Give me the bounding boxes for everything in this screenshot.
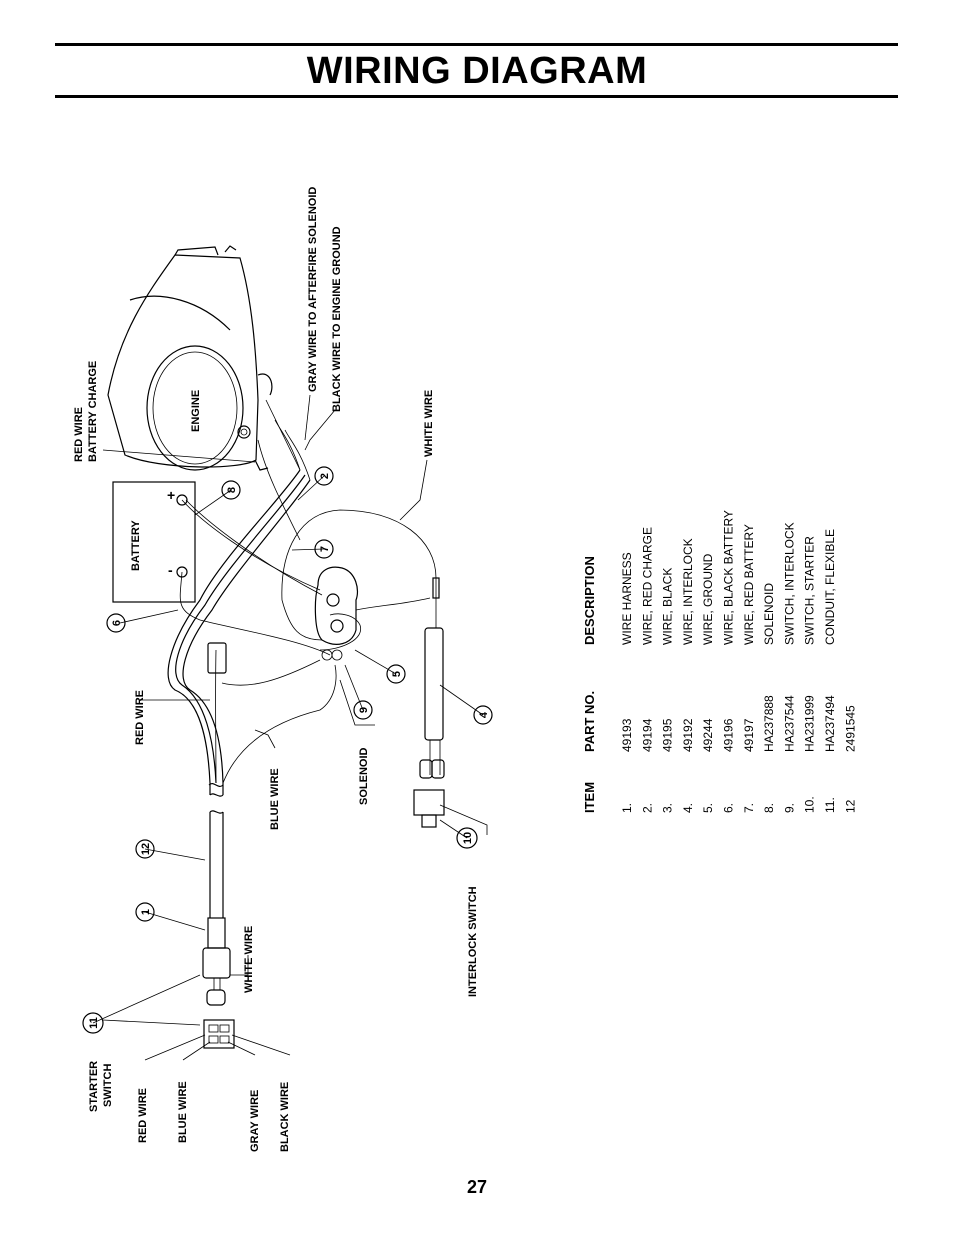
table-cell-part-no: 49244 xyxy=(701,718,715,752)
table-cell-item: 1. xyxy=(620,803,634,813)
label-blue-wire-sw: BLUE WIRE xyxy=(177,1081,189,1143)
top-rule xyxy=(55,43,898,46)
table-cell-part-no: 49195 xyxy=(661,718,675,752)
callout-10: 10 xyxy=(462,832,474,844)
label-blue-wire: BLUE WIRE xyxy=(269,768,281,830)
callout-12: 12 xyxy=(140,843,152,855)
label-gray-wire-sw: GRAY WIRE xyxy=(249,1090,261,1152)
label-battery: BATTERY xyxy=(130,520,142,571)
table-cell-description: WIRE, GROUND xyxy=(701,553,715,645)
solenoid xyxy=(314,566,359,661)
label-switch: SWITCH xyxy=(102,1064,114,1107)
table-cell-part-no: 2491545 xyxy=(843,705,857,752)
table-cell-item: 7. xyxy=(742,803,756,813)
table-cell-description: WIRE, RED CHARGE xyxy=(640,527,654,645)
callout-4: 4 xyxy=(478,711,490,718)
label-black-wire-ground: BLACK WIRE TO ENGINE GROUND xyxy=(331,226,343,412)
wire-harness xyxy=(167,399,337,784)
callout-11: 11 xyxy=(88,1017,100,1029)
table-cell-part-no: 49194 xyxy=(640,718,654,752)
label-plus: + xyxy=(167,487,175,503)
callout-5: 5 xyxy=(391,671,403,677)
callout-2: 2 xyxy=(319,473,331,479)
label-red-wire-sw: RED WIRE xyxy=(137,1088,149,1143)
callout-8: 7 xyxy=(319,546,331,552)
callout-numbers: 8 2 7 6 5 9 4 10 12 1 11 xyxy=(88,473,490,1029)
table-cell-item: 8. xyxy=(762,803,776,813)
label-interlock-switch: INTERLOCK SWITCH xyxy=(467,886,479,997)
table-cell-part-no: 49193 xyxy=(620,718,634,752)
table-cell-description: SOLENOID xyxy=(762,583,776,645)
table-cell-description: CONDUIT, FLEXIBLE xyxy=(823,529,837,645)
starter-switch xyxy=(202,782,235,1049)
label-white-wire-right: WHITE WIRE xyxy=(423,390,435,457)
table-cell-item: 4. xyxy=(681,803,695,813)
table-cell-part-no: HA237494 xyxy=(823,695,837,752)
table-cell-item: 11. xyxy=(823,797,837,813)
table-cell-part-no: HA237888 xyxy=(762,695,776,752)
table-cell-item: 9. xyxy=(782,803,796,813)
table-cell-part-no: HA231999 xyxy=(803,695,817,752)
label-red-wire-top: RED WIRE xyxy=(73,407,85,462)
header-item: ITEM xyxy=(582,782,597,813)
table-cell-description: SWITCH, INTERLOCK xyxy=(782,522,796,645)
table-cell-item: 6. xyxy=(722,803,736,813)
table-cell-description: WIRE, BLACK xyxy=(661,568,675,645)
table-cell-item: 12 xyxy=(843,799,857,813)
table-cell-part-no: 49197 xyxy=(742,718,756,752)
label-starter: STARTER xyxy=(88,1061,100,1112)
table-cell-description: WIRE HARNESS xyxy=(620,552,634,645)
label-white-wire-left: WHITE WIRE xyxy=(243,926,255,993)
table-cell-description: WIRE, BLACK BATTERY xyxy=(722,510,736,645)
ground-wire xyxy=(319,613,361,651)
header-part-no: PART NO. xyxy=(582,691,597,752)
diagram-labels: RED WIRE BATTERY CHARGE GRAY WIRE TO AFT… xyxy=(73,187,479,1152)
parts-table: ITEM PART NO. DESCRIPTION 1. 49193 WIRE HA… xyxy=(582,510,857,813)
table-cell-description: WIRE, INTERLOCK xyxy=(681,538,695,645)
label-gray-wire-afterfire: GRAY WIRE TO AFTERFIRE SOLENOID xyxy=(307,187,319,392)
callout-leaders xyxy=(92,475,484,1024)
page-number: 27 xyxy=(466,1177,488,1197)
title-underline xyxy=(55,95,898,98)
leader-lines xyxy=(102,394,488,1061)
label-solenoid: SOLENOID xyxy=(358,747,370,805)
table-cell-item: 10. xyxy=(803,796,817,813)
callout-7: 8 xyxy=(226,487,238,493)
label-battery-charge: BATTERY CHARGE xyxy=(87,361,99,462)
table-cell-part-no: 49196 xyxy=(722,718,736,752)
table-cell-item: 2. xyxy=(640,803,654,813)
battery-cables xyxy=(179,499,331,656)
table-cell-description: SWITCH, STARTER xyxy=(803,536,817,645)
table-cell-description: WIRE, RED BATTERY xyxy=(742,524,756,645)
table-cell-item: 5. xyxy=(701,803,715,813)
callout-1: 1 xyxy=(140,909,152,915)
label-black-wire-sw: BLACK WIRE xyxy=(279,1082,291,1152)
label-engine: ENGINE xyxy=(190,390,202,432)
label-minus: - xyxy=(168,562,173,578)
battery xyxy=(112,481,196,603)
table-cell-part-no: 49192 xyxy=(681,718,695,752)
table-cell-item: 3. xyxy=(661,803,675,813)
header-description: DESCRIPTION xyxy=(582,556,597,645)
label-red-wire: RED WIRE xyxy=(134,690,146,745)
engine xyxy=(107,245,273,471)
callout-9: 9 xyxy=(358,707,370,713)
interlock-switch xyxy=(413,577,445,828)
callout-circles xyxy=(82,466,493,1034)
page-title: WIRING DIAGRAM xyxy=(306,50,648,92)
table-cell-part-no: HA237544 xyxy=(782,695,796,752)
interlock-wire xyxy=(281,509,437,641)
callout-6: 6 xyxy=(111,620,123,626)
